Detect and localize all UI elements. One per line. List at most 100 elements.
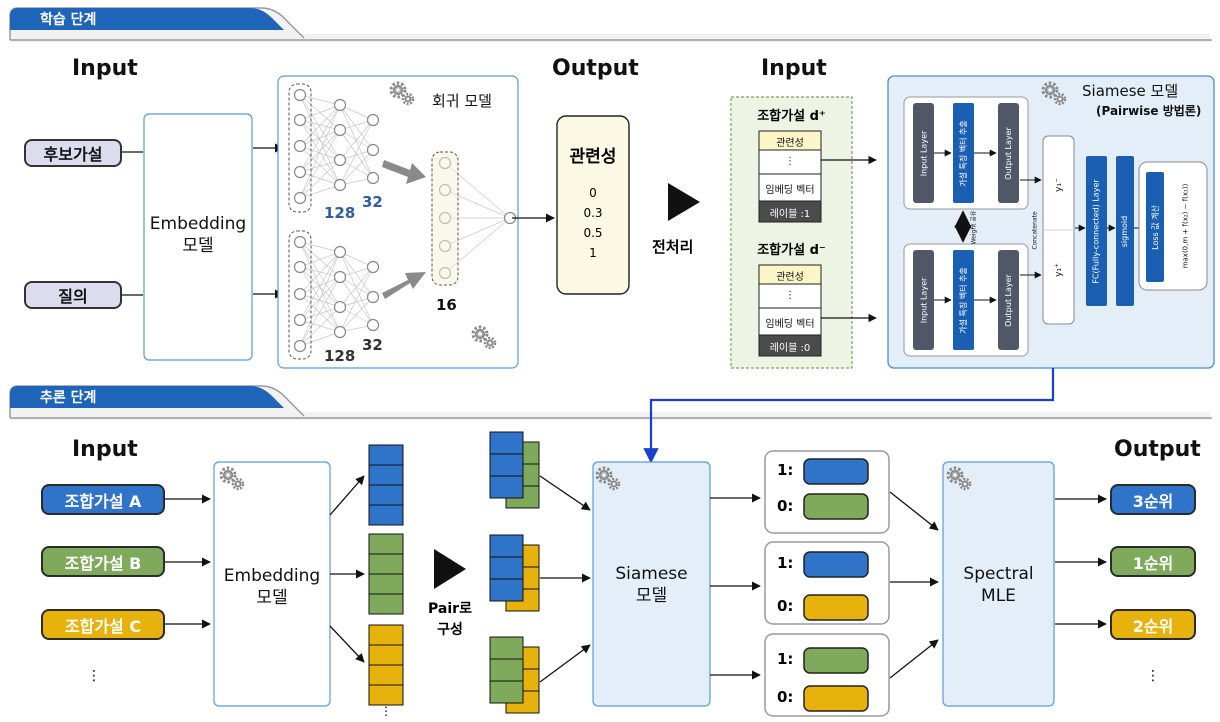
nn-node-0-0-0 [293,88,307,102]
nn-bot-32: 32 [362,336,383,354]
nn-node-0-0-2 [293,139,307,153]
nn-bot-128: 128 [324,347,356,365]
infer-section-title: 추론 단계 [40,390,97,406]
neg-row-relevance: 관련성 [776,272,804,283]
output-more-dots: ⋮ [1146,668,1160,684]
nn-node-0-1-0 [333,98,347,112]
pair-blue-orange [489,534,540,612]
nn-node-1-1-0 [333,245,347,259]
result-card-2 [764,541,890,625]
pair-blue-green [489,431,540,509]
infer-embedding-box [213,461,331,707]
train-output-header: Output [552,56,639,81]
nn-top-32: 32 [362,193,383,211]
concatenate-label: Concatenate [1031,210,1039,250]
nn-node-1-0-4 [293,339,307,353]
feature-layer-top [953,103,974,203]
relevance-value-1: 0.3 [583,206,603,220]
nn-node-1-2-2 [366,318,380,332]
preprocess-label: 전처리 [652,238,694,256]
feature-layer-bot [953,250,974,350]
thick-arrow-top [382,160,426,184]
feature-layer-bot-label: 가설 특징 벡터 추출 [959,266,969,334]
nn-node-0-0-3 [293,165,307,179]
nn-node-0-1-1 [333,123,347,137]
nn-node-0-1-3 [333,178,347,192]
train-embedding-label: Embedding 모델 [149,214,247,256]
input-layer-top-label: Input Layer [919,130,928,176]
siamese-train-title: Siamese 모델 [1082,82,1179,100]
nn-node-1-1-1 [333,270,347,284]
spectral-mle-box [942,461,1055,707]
pos-row-label: 레이블 :1 [769,209,811,220]
pair-play-icon [434,549,466,589]
nn-node-1-0-1 [293,260,307,274]
input-layer-bot [913,250,934,350]
hypothesis-c-input: 조합가설 C [41,609,165,640]
relevance-title: 관련성 [569,147,617,167]
train-section-title: 학습 단계 [40,12,97,28]
result-card-3 [764,633,890,717]
pos-row-dots: ⋮ [785,156,795,167]
output-layer-bot-label: Output Layer [1004,273,1014,327]
hypothesis-input: 후보가설 [24,139,122,167]
relevance-box [556,115,630,295]
hypothesis-a-input: 조합가설 A [41,484,165,515]
nn-connections [299,94,511,347]
weight-share-label: Weight 공유 [970,210,978,244]
sigmoid-label: sigmoid [1120,215,1130,247]
fc-layer [1086,156,1107,306]
nn-node-1-2-1 [366,290,380,304]
loss-title: Loss 값 계산 [1150,204,1160,250]
result-1-one: 1: [777,461,794,479]
neg-row-dots: ⋮ [785,290,795,301]
y-bot-label: y₁⁺ [1053,263,1064,277]
pos-table-title: 조합가설 d⁺ [757,109,826,124]
vector-more-dots: ⋮ [380,704,392,718]
nn-input-group-bot [288,230,312,360]
infer-output-header: Output [1114,437,1201,462]
nn-node-1-0-0 [293,235,307,249]
rank-1-output: 1순위 [1110,546,1196,577]
regression-panel [277,75,519,369]
relevance-value-2: 0.5 [583,226,603,240]
result-2-zero: 0: [777,597,794,615]
infer-section-tab [9,385,1212,420]
nn-node-1-1-2 [333,300,347,314]
infer-embedding-label: Embedding 모델 [223,566,321,608]
input-more-dots: ⋮ [87,668,101,684]
result-3-zero: 0: [777,688,794,706]
loss-title-box [1146,172,1164,282]
rank-2-output: 2순위 [1110,609,1196,640]
siamese-train-subtitle: (Pairwise 방법론) [1096,104,1202,118]
nn-node-1-2-0 [366,260,380,274]
nn-node-1-1-3 [333,325,347,339]
infer-siamese-label: Siamese 모델 [615,564,688,606]
nn-input-group-top [288,83,312,213]
hypothesis-b-input: 조합가설 B [41,546,165,577]
query-input: 질의 [24,281,122,309]
preprocess-play-icon [668,183,700,221]
infer-input-header: Input [72,437,138,462]
y-top-label: y₁⁻ [1053,178,1064,192]
pair-green-orange [489,636,540,714]
nn-16-group [431,151,459,286]
rank-3-output: 3순위 [1110,484,1196,515]
thick-arrow-bot [382,272,426,299]
vector-blue [368,444,404,526]
result-3-one: 1: [777,650,794,668]
vector-orange [368,624,404,706]
nn-node-0-0-4 [293,191,307,205]
relevance-value-3: 1 [589,246,597,260]
nn-nodes [293,88,517,353]
neg-table-title: 조합가설 d⁻ [757,243,826,258]
nn-node-1-0-2 [293,287,307,301]
infer-siamese-box [592,461,711,707]
relevance-value-0: 0 [589,186,597,200]
pair-label: Pair로 구성 [428,601,472,638]
input-layer-top [913,103,934,203]
nn-top-128: 128 [324,204,356,222]
nn-node-0-2-1 [366,143,380,157]
train-input-header: Input [72,56,138,81]
vector-green [368,533,404,615]
